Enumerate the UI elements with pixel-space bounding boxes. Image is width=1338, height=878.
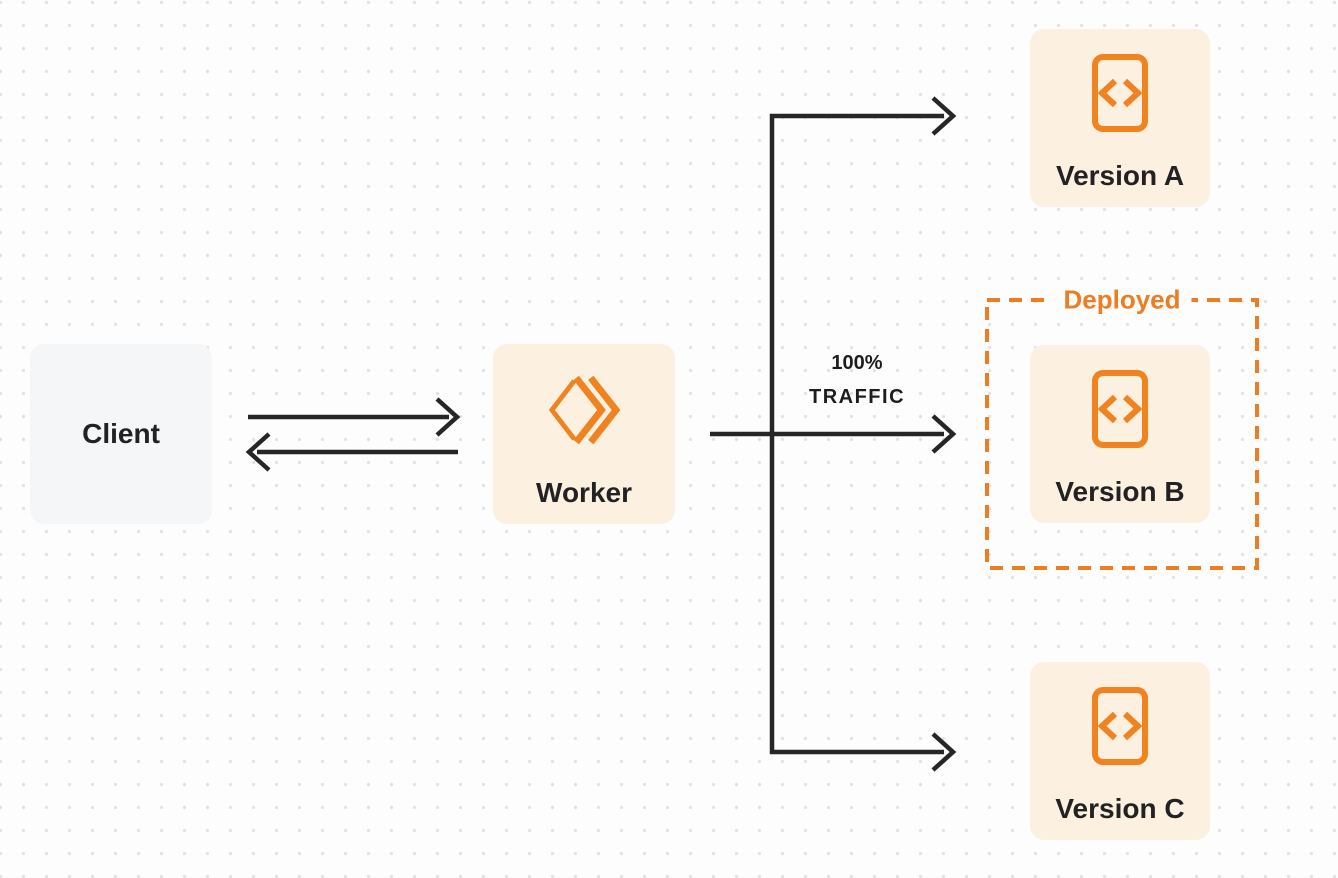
version-a-node: Version A [1030,29,1210,207]
arrow-to-version-c [931,732,957,772]
worker-node-label: Worker [536,477,632,508]
code-file-icon [1092,370,1148,453]
version-b-label: Version B [1055,476,1185,507]
arrow-to-version-a [931,96,957,136]
worker-node: Worker [493,344,675,524]
version-c-label: Version C [1055,793,1185,824]
code-file-icon [1092,54,1148,137]
traffic-annotation: 100% TRAFFIC [809,346,905,414]
code-file-icon [1092,687,1148,770]
client-node-label: Client [82,418,160,449]
client-to-worker-arrow [248,397,461,437]
traffic-word-label: TRAFFIC [808,386,906,408]
version-c-node: Version C [1030,662,1210,840]
traffic-percent-label: 100% [831,352,883,374]
client-node: Client [30,344,212,524]
worker-to-client-arrow [245,432,458,472]
version-b-node: Version B [1030,345,1210,523]
arrow-to-version-b [710,414,957,454]
deployed-label: Deployed [1052,284,1192,316]
version-a-label: Version A [1055,160,1185,191]
workers-logo-icon [548,375,621,450]
